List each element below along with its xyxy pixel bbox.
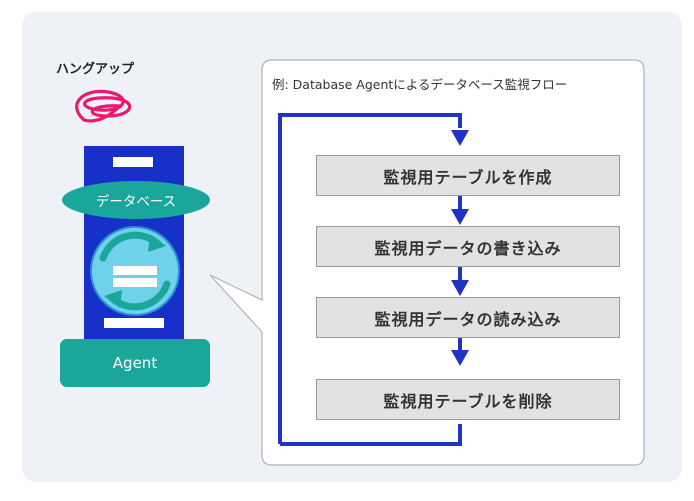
server-slot-top — [113, 157, 153, 167]
agent-label: Agent — [112, 354, 158, 372]
step-label: 監視用データの読み込み — [374, 309, 562, 329]
sync-bar-2 — [113, 278, 157, 287]
sync-arrowhead-bottom — [104, 290, 122, 308]
hangup-scribble-icon — [75, 89, 132, 123]
hangup-label: ハングアップ — [56, 62, 135, 77]
step-label: 監視用データの書き込み — [374, 238, 562, 258]
server-slot-1 — [104, 318, 164, 328]
flow-loop-line — [278, 113, 462, 446]
agent-box: Agent — [60, 339, 210, 387]
step-label: 監視用テーブルを作成 — [383, 167, 553, 187]
step-label: 監視用テーブルを削除 — [383, 391, 553, 411]
step-delete-table: 監視用テーブルを削除 — [316, 379, 620, 420]
flow-arrow-1 — [451, 196, 469, 225]
database-ellipse — [62, 181, 210, 219]
loop-arrow-head — [451, 130, 469, 146]
callout-title: 例: Database Agentによるデータベース監視フロー — [272, 77, 568, 92]
flow-arrow-2 — [451, 266, 469, 296]
flow-arrow-3 — [451, 337, 469, 366]
sync-arrowhead-top — [148, 234, 166, 252]
step-create-table: 監視用テーブルを作成 — [316, 155, 620, 196]
step-write-data: 監視用データの書き込み — [316, 226, 620, 267]
database-label: データベース — [95, 194, 177, 210]
sync-bar-1 — [113, 266, 157, 275]
step-read-data: 監視用データの読み込み — [316, 297, 620, 338]
